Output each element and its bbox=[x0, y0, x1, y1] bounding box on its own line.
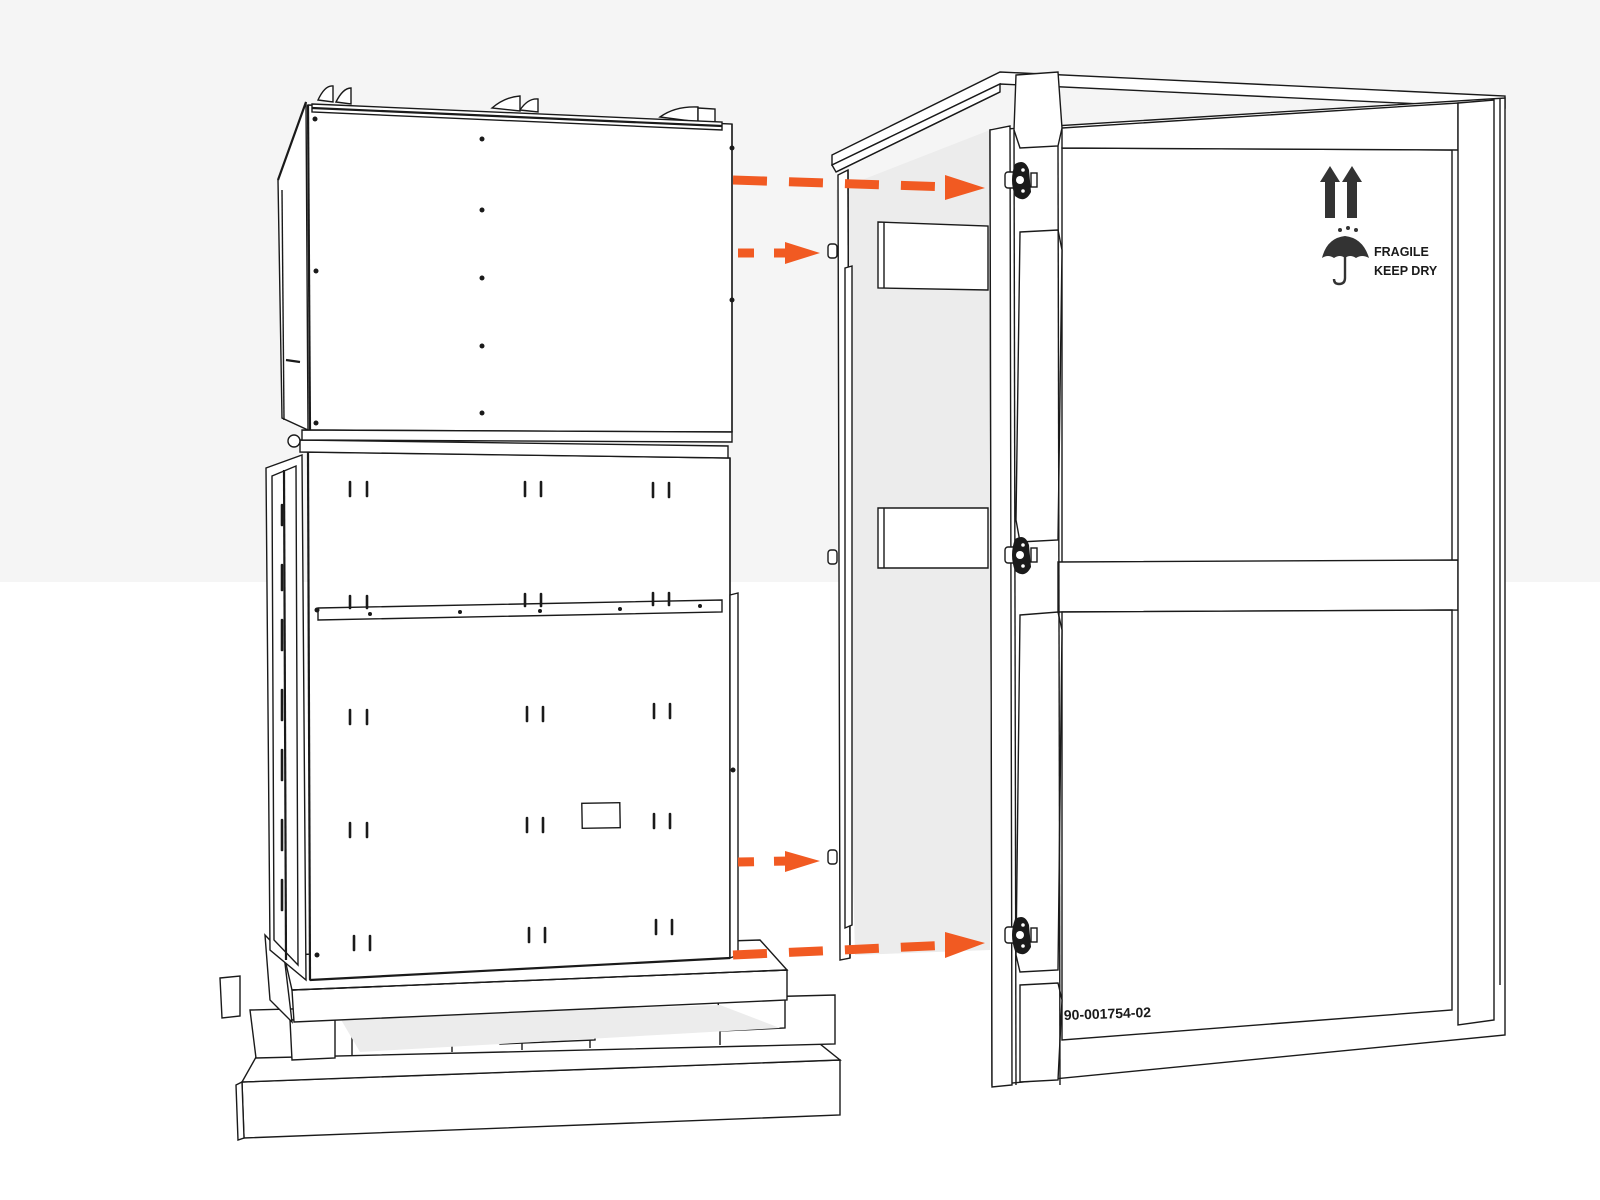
fragile-label: FRAGILE bbox=[1374, 245, 1429, 259]
latch-bottom bbox=[1004, 917, 1038, 955]
crate-enclosure: FRAGILE KEEP DRY 90-001754-02 bbox=[827, 71, 1506, 1088]
fastener-dots bbox=[312, 116, 735, 426]
vent-slots bbox=[348, 480, 674, 952]
this-side-up-arrows-icon bbox=[1320, 166, 1362, 218]
latch-top bbox=[1004, 162, 1038, 200]
latch-middle bbox=[1004, 537, 1038, 575]
arrow-bottom-short bbox=[737, 851, 820, 872]
arrow-top-long bbox=[732, 175, 985, 200]
lower-cabinet-module bbox=[265, 439, 739, 982]
part-number-label: 90-001754-02 bbox=[1064, 1004, 1152, 1023]
umbrella-keep-dry-icon bbox=[1322, 226, 1369, 286]
upper-cabinet-module bbox=[276, 85, 735, 448]
rail-rivets bbox=[368, 604, 702, 616]
arrow-top-short bbox=[738, 242, 820, 264]
keep-dry-label: KEEP DRY bbox=[1374, 264, 1438, 278]
arrow-bottom-long bbox=[732, 932, 985, 960]
direction-arrows bbox=[732, 175, 985, 960]
label-plate bbox=[581, 801, 621, 830]
